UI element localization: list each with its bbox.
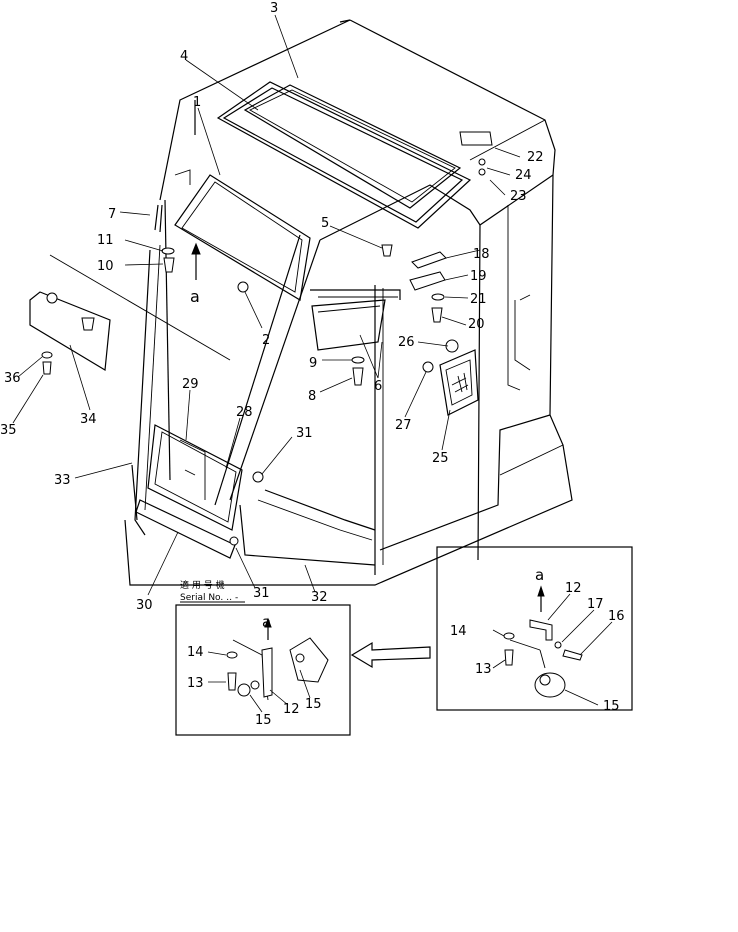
callout-21: 21: [470, 292, 487, 307]
callout-31-upper: 31: [296, 426, 313, 441]
callout-25: 25: [432, 451, 449, 466]
callout-2: 2: [262, 333, 270, 348]
callout-29: 29: [182, 377, 199, 392]
callout-5: 5: [321, 216, 329, 231]
callout-16: 16: [608, 609, 625, 624]
callout-31-lower: 31: [253, 586, 270, 601]
callout-11: 11: [97, 233, 114, 248]
front-wiper: [154, 169, 191, 481]
callout-15-left-a: 15: [255, 713, 272, 728]
leader-lines: [12, 14, 521, 596]
door-latch: [409, 131, 493, 323]
callout-14-left: 14: [187, 645, 204, 660]
callout-12-left: 12: [283, 702, 300, 717]
callout-17: 17: [587, 597, 604, 612]
callout-7: 7: [108, 207, 116, 222]
callout-15-left-b: 15: [305, 697, 322, 712]
callout-15-right: 15: [603, 699, 620, 714]
callout-24: 24: [515, 168, 532, 183]
detail-box-right: [436, 546, 633, 711]
cab-body: [124, 19, 573, 586]
callout-32: 32: [311, 590, 328, 605]
rear-vent-window: [422, 339, 479, 416]
view-arrow-main: [191, 242, 201, 280]
roof-hatch: [216, 81, 472, 229]
callout-28: 28: [236, 405, 253, 420]
view-mark-right-detail: a: [535, 566, 544, 584]
serial-note-en: Serial No. ‥ -: [180, 593, 238, 603]
callout-22: 22: [527, 150, 544, 165]
callout-6: 6: [374, 379, 382, 394]
callout-33: 33: [54, 473, 71, 488]
callout-12-right: 12: [565, 581, 582, 596]
callout-26: 26: [398, 335, 415, 350]
callout-8: 8: [308, 389, 316, 404]
front-lower-panel: [131, 424, 264, 559]
callout-34: 34: [80, 412, 97, 427]
view-mark-main: a: [190, 287, 200, 306]
callout-3: 3: [270, 1, 278, 16]
view-mark-left-detail: a: [262, 613, 271, 631]
callout-14-right: 14: [450, 624, 467, 639]
callout-35: 35: [0, 423, 17, 438]
sun-visor: [29, 254, 231, 375]
callout-4: 4: [180, 49, 188, 64]
callout-9: 9: [309, 356, 317, 371]
detail-box-left: [175, 604, 351, 736]
sliding-window: [311, 299, 386, 351]
callout-13-left: 13: [187, 676, 204, 691]
callout-13-right: 13: [475, 662, 492, 677]
callout-19: 19: [470, 269, 487, 284]
callout-20: 20: [468, 317, 485, 332]
callout-36: 36: [4, 371, 21, 386]
serial-note-jp: 適 用 号 機: [180, 579, 225, 591]
callout-10: 10: [97, 259, 114, 274]
callout-labels: 1 2 3 4 5 6 7 8 9 10 11 12 12 13 13 14 1…: [0, 1, 625, 728]
small-fasteners: [237, 244, 393, 386]
callout-27: 27: [395, 418, 412, 433]
callout-30: 30: [136, 598, 153, 613]
reference-arrow: [350, 641, 431, 669]
callout-18: 18: [473, 247, 490, 262]
callout-23: 23: [510, 189, 527, 204]
callout-1: 1: [193, 95, 201, 110]
